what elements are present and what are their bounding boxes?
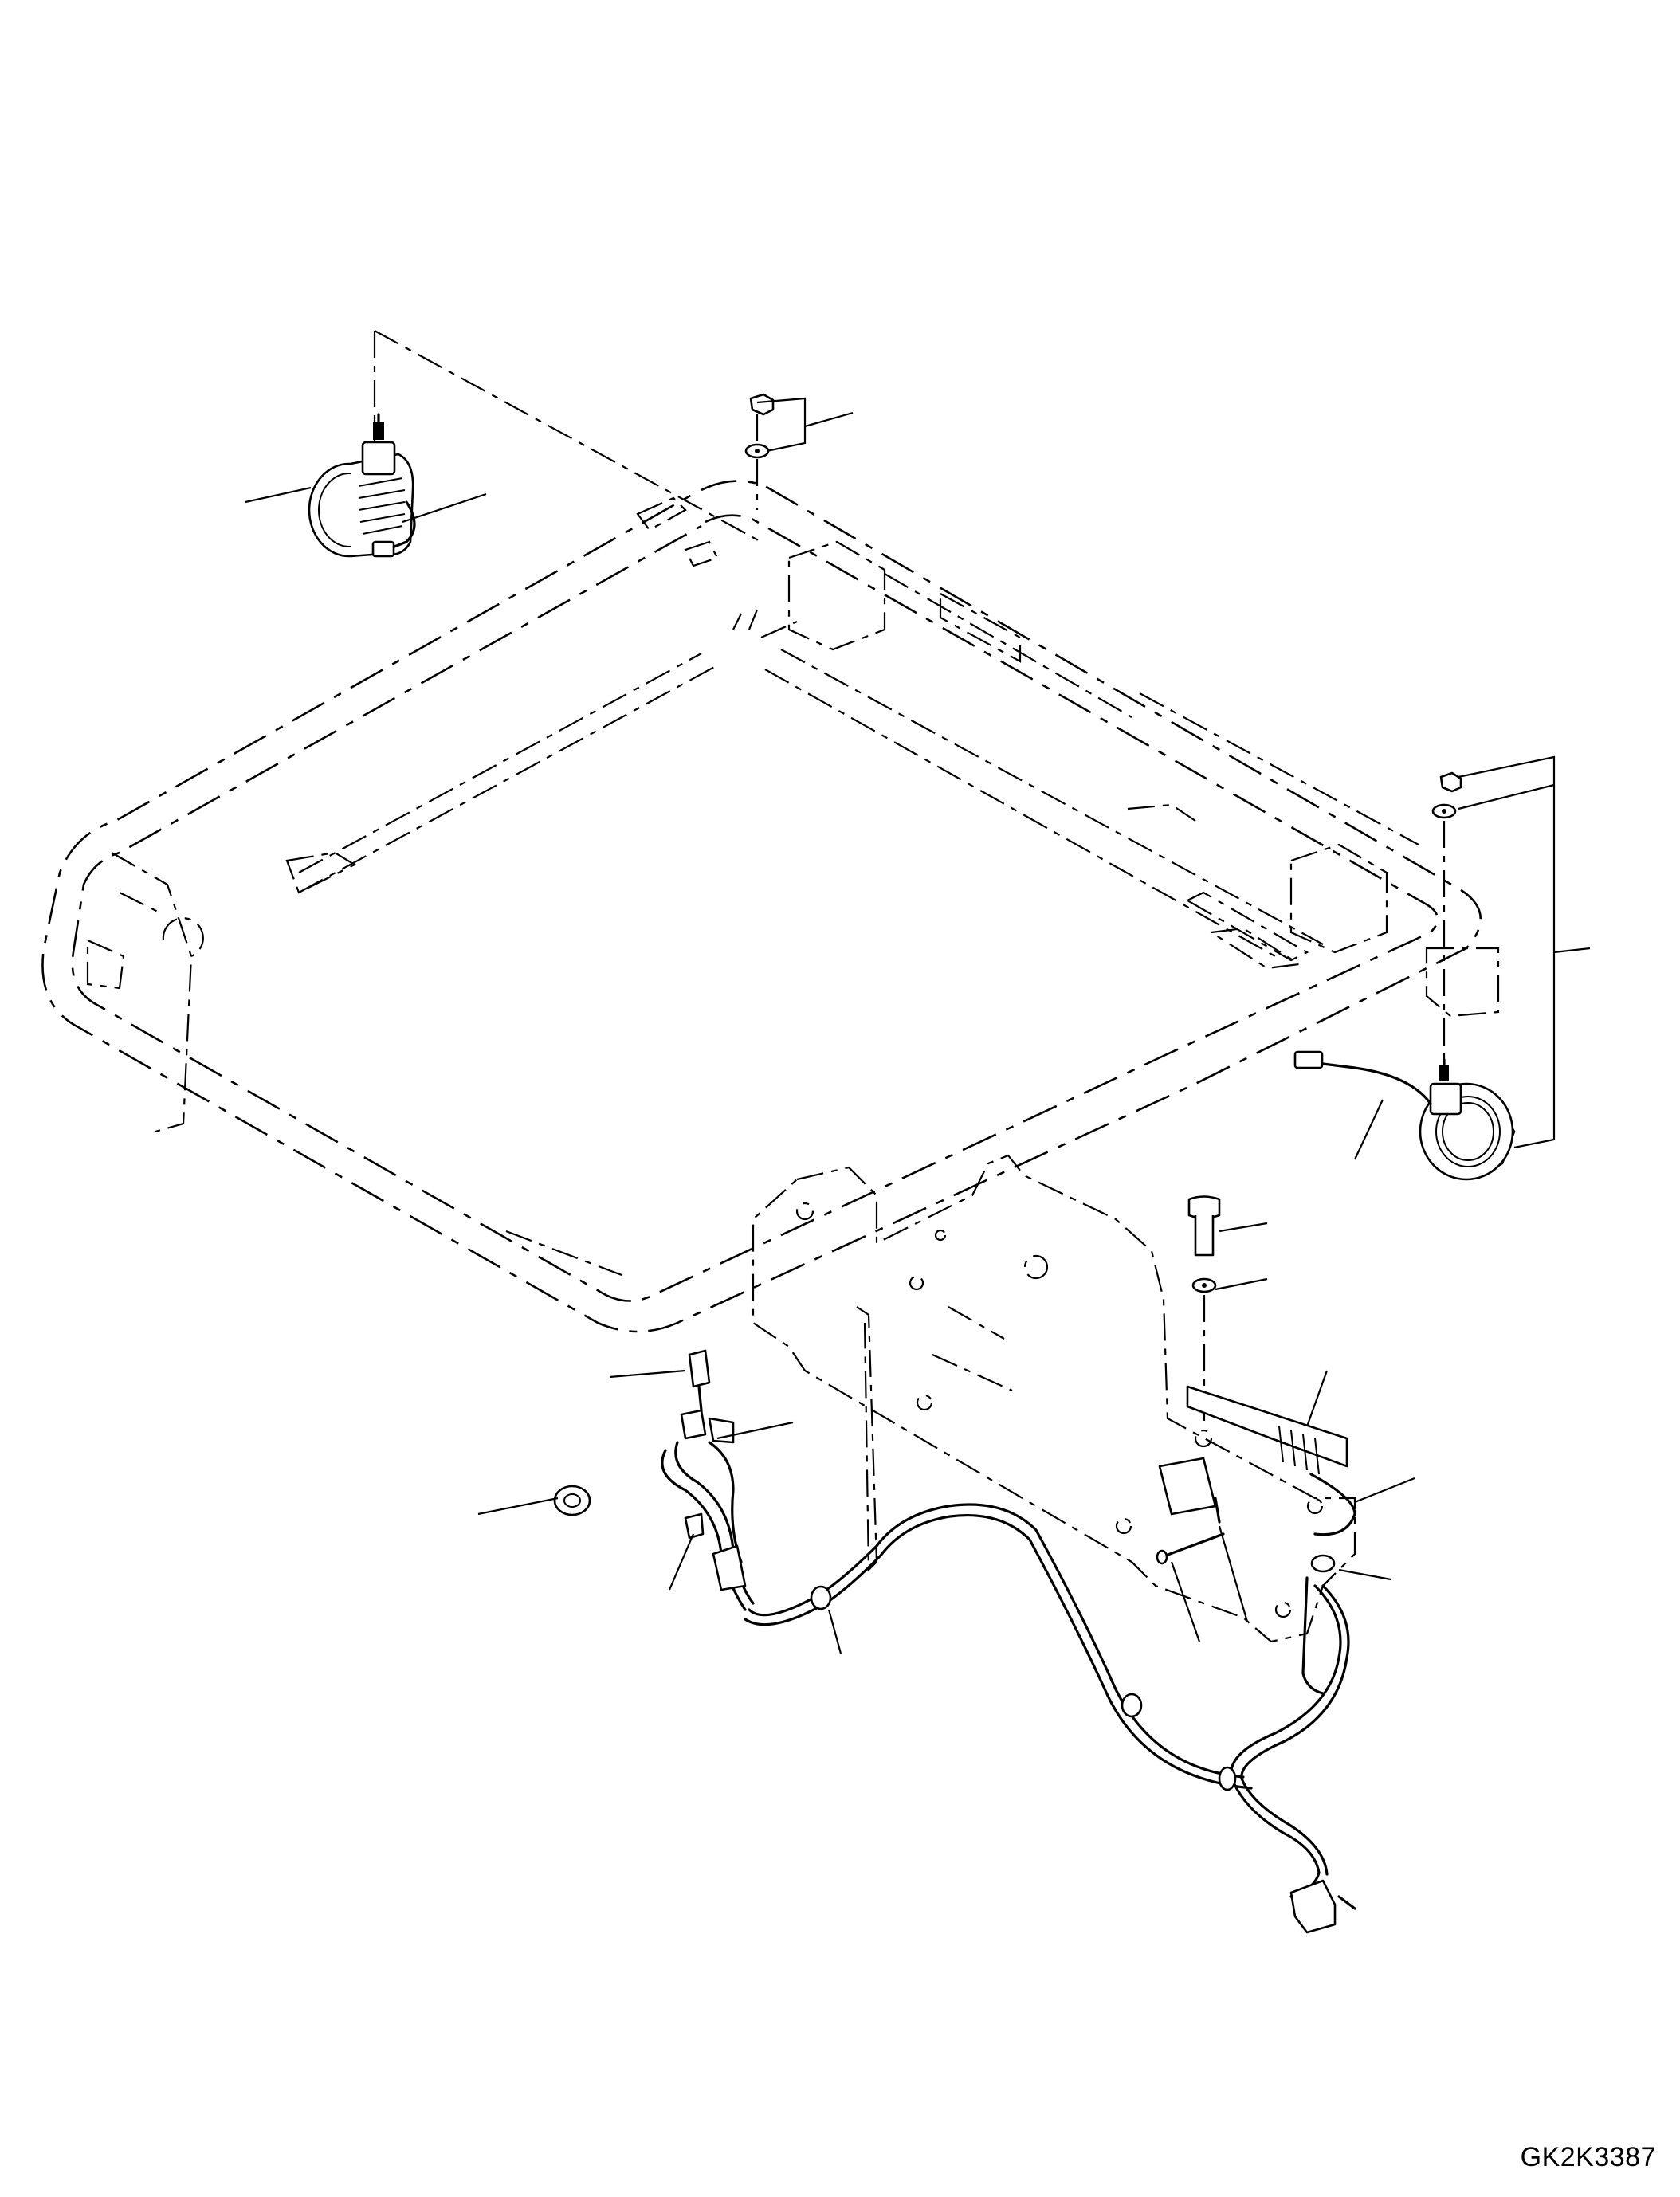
leader-lines [245, 397, 1591, 1654]
screw [1156, 1532, 1225, 1565]
roof-frame-outline [41, 330, 1500, 1333]
nut-washer-right [1431, 771, 1462, 1068]
grommet [553, 1485, 591, 1516]
relay-bracket [1158, 1385, 1348, 1524]
harness-left-branch [661, 1349, 832, 1611]
wiring-harness [744, 1473, 1356, 1934]
nut-washer-top [744, 393, 775, 510]
bolt-washer [1187, 1195, 1221, 1426]
work-lamp-rear [308, 413, 416, 558]
work-lamp-front [1293, 1050, 1516, 1181]
electrical-panel-bracket [752, 1154, 1356, 1643]
drawing-reference-code: GK2K3387 [1520, 2142, 1656, 2172]
